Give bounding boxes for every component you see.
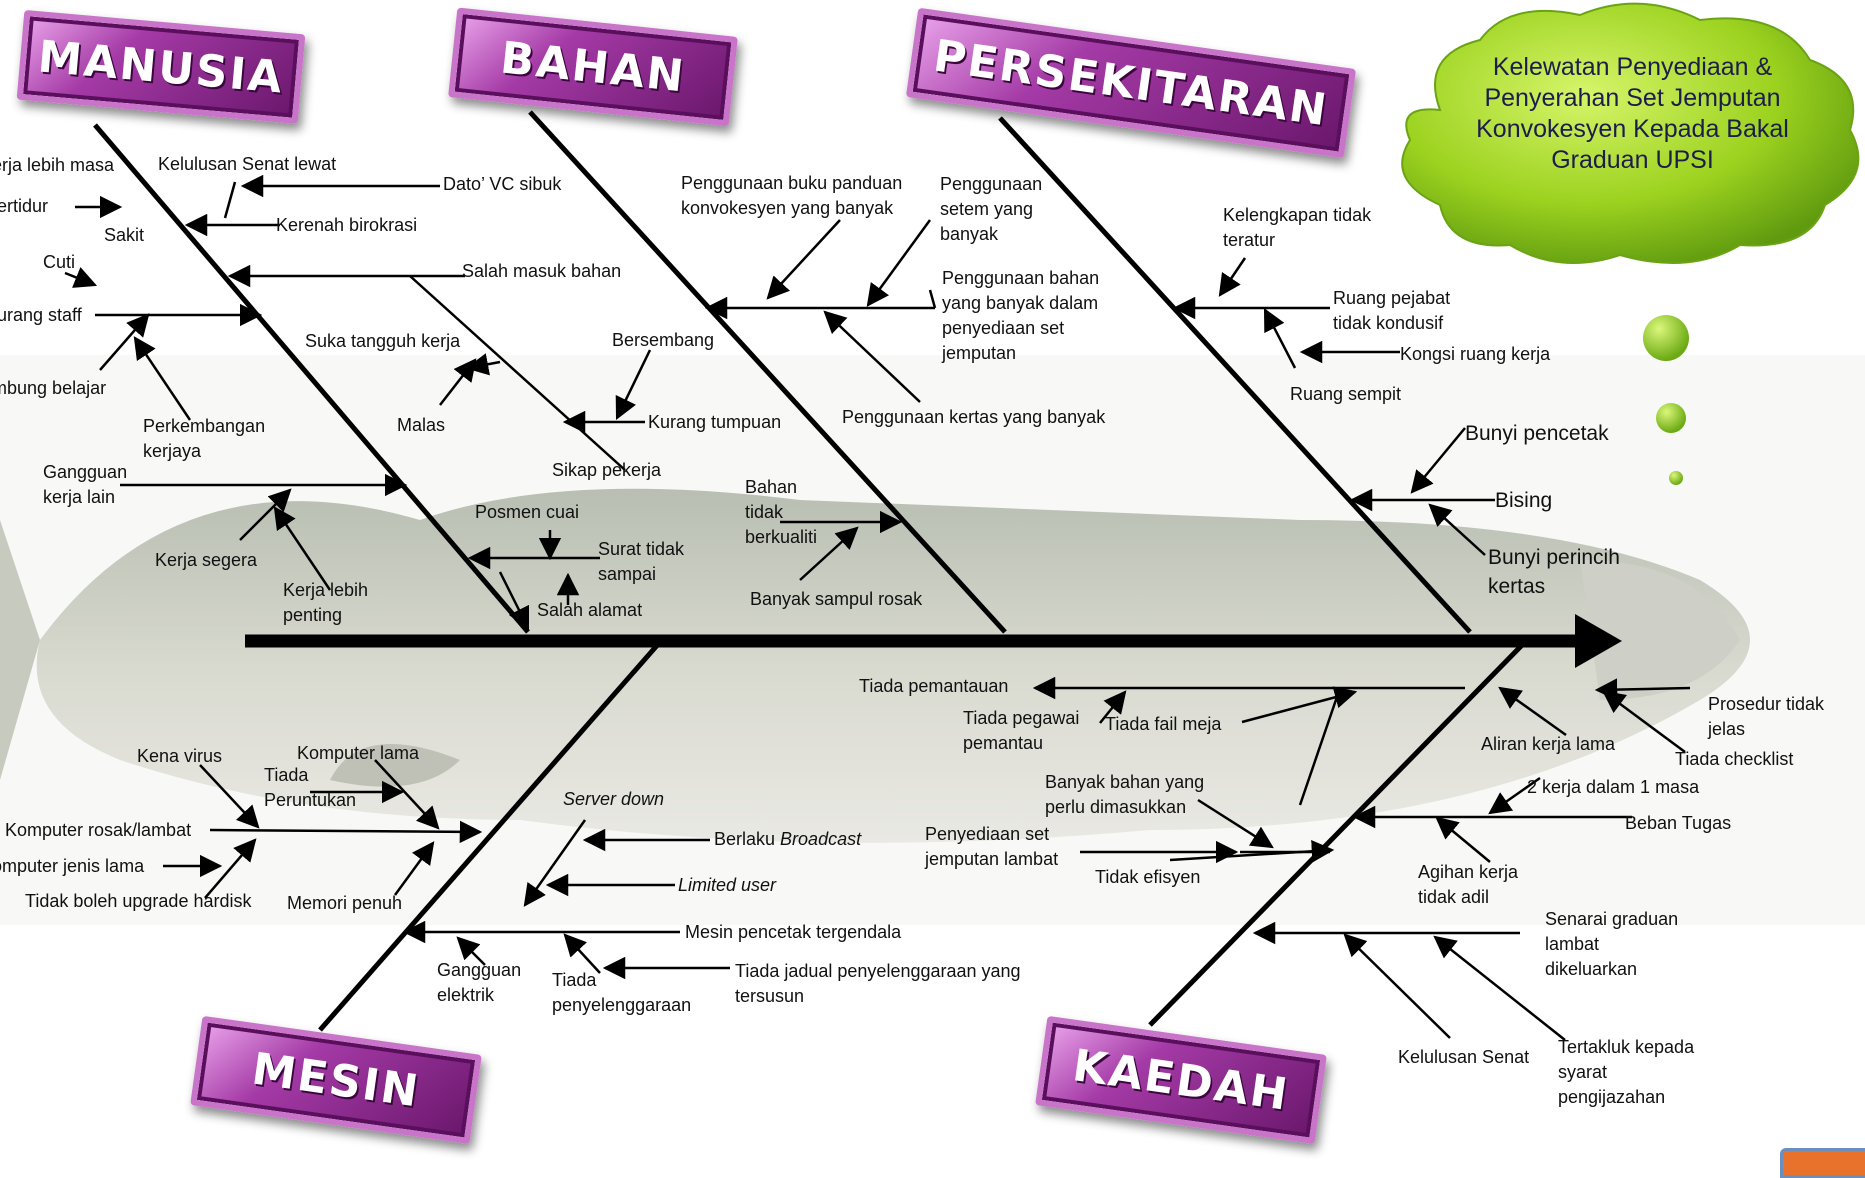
cause-label: Dato’ VC sibuk [443, 174, 562, 194]
problem-cloud [1401, 2, 1860, 485]
cause-label: Kerja segera [155, 550, 258, 570]
cause-label: Salah masuk bahan [462, 261, 622, 281]
cause-label: Penggunaan bahan yang banyak dalam penye… [942, 268, 1100, 363]
cause-label: Tiada jadual penyelenggaraan yang tersus… [735, 961, 1021, 1006]
cause-label: Sakit [104, 225, 145, 245]
cause-label: Sambung belajar [0, 378, 107, 398]
cause-label: Cuti [43, 252, 76, 272]
cause-label: Limited user [678, 875, 777, 895]
cause-label: Penyediaan set jemputan lambat [925, 824, 1059, 869]
cause-label: Komputer lama [297, 743, 420, 763]
cause-label: Penggunaan buku panduan konvokesyen yang… [681, 173, 903, 218]
cause-label-part: Broadcast [780, 829, 862, 849]
cause-label: Surat tidak sampai [598, 539, 685, 584]
cause-label: Banyak bahan yang perlu dimasukkan [1045, 772, 1205, 817]
cause-label: Komputer jenis lama [0, 856, 145, 876]
cause-label: Mesin pencetak tergendala [685, 922, 902, 942]
cause-label: Agihan kerja tidak adil [1418, 862, 1519, 907]
cause-label: Kelulusan Senat [1398, 1047, 1530, 1067]
problem-statement: Kelewatan Penyediaan & Penyerahan Set Je… [1476, 53, 1789, 174]
cause-label: Bising [1495, 489, 1553, 512]
cause-label: Tiada pegawai pemantau [963, 708, 1080, 753]
cause-label: Kurang staff [0, 305, 82, 325]
slide-navigation-tab[interactable] [1780, 1148, 1865, 1178]
cause-label: Malas [397, 415, 446, 435]
cause-label: Tiada Peruntukan [264, 765, 357, 810]
cause-label: 2 kerja dalam 1 masa [1527, 777, 1700, 797]
cause-arrows [64, 174, 1691, 1041]
cause-label: Banyak sampul rosak [750, 589, 923, 609]
cause-label: Server down [563, 789, 665, 809]
cause-label: Posmen cuai [475, 502, 580, 522]
cause-label: Ruang sempit [1290, 384, 1402, 404]
cause-label: Penggunaan kertas yang banyak [842, 407, 1106, 427]
cause-label: Kurang tumpuan [648, 412, 782, 432]
cause-label: Gangguan kerja lain [43, 462, 128, 507]
cause-label: Memori penuh [287, 893, 403, 913]
cause-label: Bahan tidak berkualiti [745, 477, 818, 547]
cause-label: Senarai graduan lambat dikeluarkan [1545, 909, 1679, 979]
cause-label-part: Berlaku [714, 829, 781, 849]
cause-label: Berlaku Broadcast [714, 827, 861, 852]
cause-label: Perkembangan kerjaya [143, 416, 266, 461]
spine-arrowhead [1575, 614, 1622, 668]
cause-label: Suka tangguh kerja [305, 331, 461, 351]
cause-label: Tertidur [0, 196, 49, 216]
cause-label: Kerja lebih penting [283, 580, 369, 625]
cause-label: Bersembang [612, 330, 715, 350]
cause-label: Tidak boleh upgrade hardisk [25, 891, 252, 911]
connector-lines [223, 181, 1632, 854]
cause-label: Tiada penyelenggaraan [552, 970, 692, 1015]
cause-label: Ruang pejabat tidak kondusif [1333, 288, 1451, 333]
cause-label: Kerenah birokrasi [276, 215, 418, 235]
cause-label: Tidak efisyen [1095, 867, 1201, 887]
cause-label: Kongsi ruang kerja [1400, 344, 1551, 364]
cause-label: Aliran kerja lama [1481, 734, 1616, 754]
cause-label: Penggunaan setem yang banyak [940, 174, 1043, 244]
cause-label: Gangguan elektrik [437, 960, 522, 1005]
cause-label: Tertakluk kepada syarat pengijazahan [1558, 1037, 1695, 1107]
cause-label: Kelulusan Senat lewat [158, 154, 337, 174]
cause-label: Sikap pekerja [552, 460, 662, 480]
cause-label: Bunyi perincih kertas [1488, 546, 1620, 598]
cause-label: Bunyi pencetak [1465, 422, 1609, 445]
cause-label: Prosedur tidak jelas [1708, 694, 1825, 739]
cause-label: Tiada pemantauan [859, 676, 1009, 696]
cause-label: Tiada fail meja [1105, 714, 1222, 734]
cause-label: Komputer rosak/lambat [5, 820, 192, 840]
cause-label: Kerja lebih masa [0, 155, 115, 175]
cause-label: Beban Tugas [1625, 813, 1732, 833]
cause-label: Tiada checklist [1675, 749, 1794, 769]
main-bones [93, 110, 1527, 1032]
cause-label: Kena virus [137, 746, 223, 766]
cause-label: Kelengkapan tidak teratur [1223, 205, 1372, 250]
cause-label: Salah alamat [537, 600, 643, 620]
